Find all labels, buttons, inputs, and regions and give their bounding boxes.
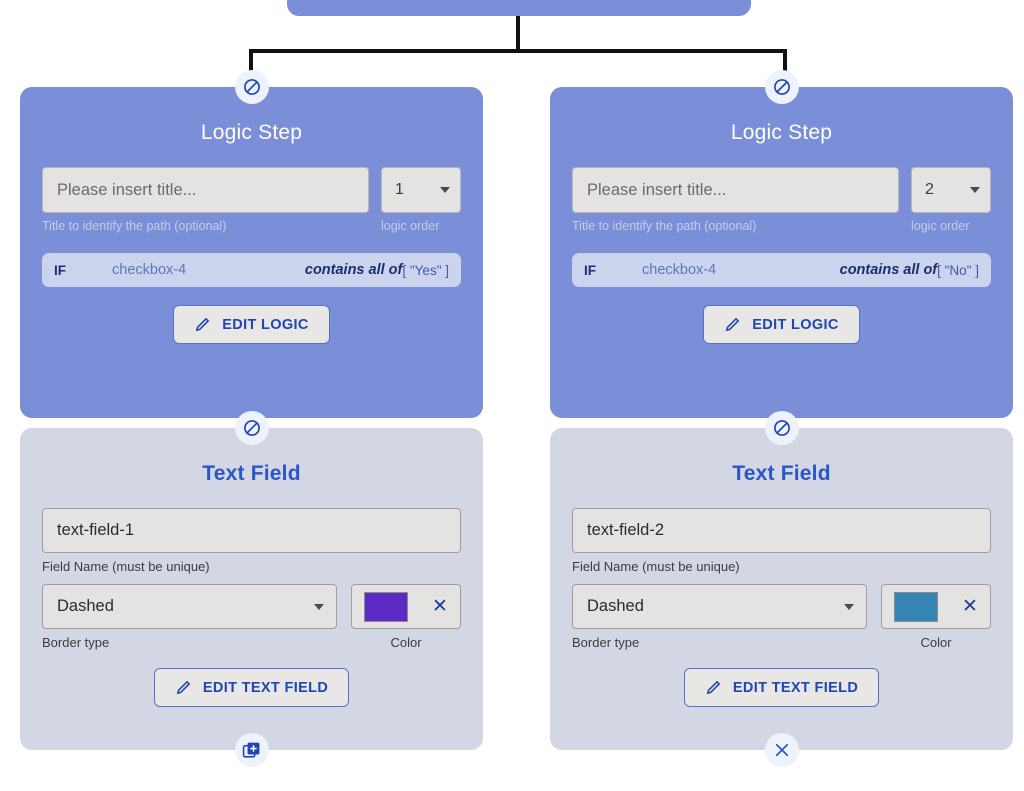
logic-title-helper: Title to identify the path (optional) xyxy=(572,219,757,233)
text-field-card[interactable]: Text Field text-field-2 Field Name (must… xyxy=(550,411,1013,767)
color-helper: Color xyxy=(390,635,422,650)
border-type-helper: Border type xyxy=(42,635,110,650)
logic-title-input[interactable]: Please insert title... xyxy=(42,167,369,213)
block-handle-icon[interactable] xyxy=(234,411,269,445)
condition-keyword: IF xyxy=(54,262,66,278)
condition-operator: contains all of xyxy=(839,262,938,278)
edit-logic-button-wrap: EDIT LOGIC xyxy=(572,287,991,344)
condition-row[interactable]: IF checkbox-4 contains all of [ "Yes" ] xyxy=(42,253,461,287)
logic-step-card[interactable]: Logic Step Please insert title... Title … xyxy=(20,70,483,418)
logic-title-input[interactable]: Please insert title... xyxy=(572,167,899,213)
branch-column-right: Logic Step Please insert title... Title … xyxy=(550,70,1013,767)
edit-logic-button-wrap: EDIT LOGIC xyxy=(42,287,461,344)
pencil-icon xyxy=(706,680,721,695)
text-field-card[interactable]: Text Field text-field-1 Field Name (must… xyxy=(20,411,483,767)
close-icon xyxy=(775,743,788,757)
edit-logic-button-label: EDIT LOGIC xyxy=(222,316,309,333)
add-duplicate-icon xyxy=(242,742,260,758)
remove-handle-icon[interactable] xyxy=(764,733,799,767)
border-type-select[interactable]: Dashed xyxy=(572,584,867,629)
chevron-down-icon xyxy=(844,603,854,610)
border-and-color-row: Dashed Border type ✕ Color xyxy=(42,584,461,650)
logic-step-card[interactable]: Logic Step Please insert title... Title … xyxy=(550,70,1013,418)
logic-order-value: 1 xyxy=(395,181,404,198)
card-title: Text Field xyxy=(732,462,831,485)
close-icon[interactable]: ✕ xyxy=(962,596,978,617)
card-title: Logic Step xyxy=(730,121,833,144)
condition-keyword: IF xyxy=(584,262,596,278)
edit-logic-button[interactable]: EDIT LOGIC xyxy=(703,305,860,344)
field-name-value: text-field-1 xyxy=(57,521,135,539)
border-type-select[interactable]: Dashed xyxy=(42,584,337,629)
block-handle-icon[interactable] xyxy=(234,70,269,104)
pencil-icon xyxy=(196,317,210,332)
pencil-icon xyxy=(176,680,191,695)
field-name-helper: Field Name (must be unique) xyxy=(572,559,740,574)
edit-text-field-button-wrap: EDIT TEXT FIELD xyxy=(572,650,991,707)
card-title: Text Field xyxy=(202,462,301,485)
condition-operator: contains all of xyxy=(304,262,403,278)
field-name-group: text-field-1 Field Name (must be unique) xyxy=(42,508,461,574)
chevron-down-icon xyxy=(440,187,450,193)
block-handle-icon[interactable] xyxy=(764,411,799,445)
card-title: Logic Step xyxy=(200,121,303,144)
condition-value: [ "Yes" ] xyxy=(402,262,449,278)
border-type-value: Dashed xyxy=(587,597,644,615)
pencil-icon xyxy=(726,317,740,332)
logic-order-select[interactable]: 1 xyxy=(381,167,461,213)
edit-logic-button-label: EDIT LOGIC xyxy=(752,316,839,333)
logic-title-helper: Title to identify the path (optional) xyxy=(42,219,227,233)
chevron-down-icon xyxy=(970,187,980,193)
color-picker[interactable]: ✕ xyxy=(881,584,991,629)
logic-order-helper: logic order xyxy=(911,219,970,233)
field-name-input[interactable]: text-field-2 xyxy=(572,508,991,553)
logic-order-value: 2 xyxy=(925,181,934,198)
edit-text-field-button[interactable]: EDIT TEXT FIELD xyxy=(153,668,350,707)
condition-value: [ "No" ] xyxy=(937,262,979,278)
color-helper: Color xyxy=(920,635,952,650)
field-name-input[interactable]: text-field-1 xyxy=(42,508,461,553)
logic-order-select[interactable]: 2 xyxy=(911,167,991,213)
connector-trunk xyxy=(516,16,520,52)
logic-title-placeholder: Please insert title... xyxy=(57,180,197,199)
edit-text-field-button-label: EDIT TEXT FIELD xyxy=(732,679,859,696)
border-and-color-row: Dashed Border type ✕ Color xyxy=(572,584,991,650)
color-swatch[interactable] xyxy=(894,591,939,622)
logic-title-row: Please insert title... Title to identify… xyxy=(42,167,461,235)
field-name-group: text-field-2 Field Name (must be unique) xyxy=(572,508,991,574)
condition-field: checkbox-4 xyxy=(112,262,187,278)
branch-column-left: Logic Step Please insert title... Title … xyxy=(20,70,483,767)
parent-node-card[interactable] xyxy=(287,0,751,16)
field-name-value: text-field-2 xyxy=(587,521,665,539)
edit-logic-button[interactable]: EDIT LOGIC xyxy=(173,305,330,344)
edit-text-field-button-label: EDIT TEXT FIELD xyxy=(202,679,329,696)
connector-drop-right xyxy=(783,49,787,77)
border-type-value: Dashed xyxy=(57,597,114,615)
logic-title-row: Please insert title... Title to identify… xyxy=(572,167,991,235)
block-handle-icon[interactable] xyxy=(764,70,799,104)
condition-field: checkbox-4 xyxy=(642,262,717,278)
edit-text-field-button-wrap: EDIT TEXT FIELD xyxy=(42,650,461,707)
edit-text-field-button[interactable]: EDIT TEXT FIELD xyxy=(683,668,880,707)
color-swatch[interactable] xyxy=(364,591,409,622)
logic-order-helper: logic order xyxy=(381,219,440,233)
add-duplicate-handle-icon[interactable] xyxy=(234,733,269,767)
logic-title-placeholder: Please insert title... xyxy=(587,180,727,199)
close-icon[interactable]: ✕ xyxy=(432,596,448,617)
connector-drop-left xyxy=(249,49,253,77)
color-picker[interactable]: ✕ xyxy=(351,584,461,629)
chevron-down-icon xyxy=(314,603,324,610)
connector-crossbar xyxy=(249,49,787,53)
border-type-helper: Border type xyxy=(572,635,640,650)
field-name-helper: Field Name (must be unique) xyxy=(42,559,210,574)
condition-row[interactable]: IF checkbox-4 contains all of [ "No" ] xyxy=(572,253,991,287)
